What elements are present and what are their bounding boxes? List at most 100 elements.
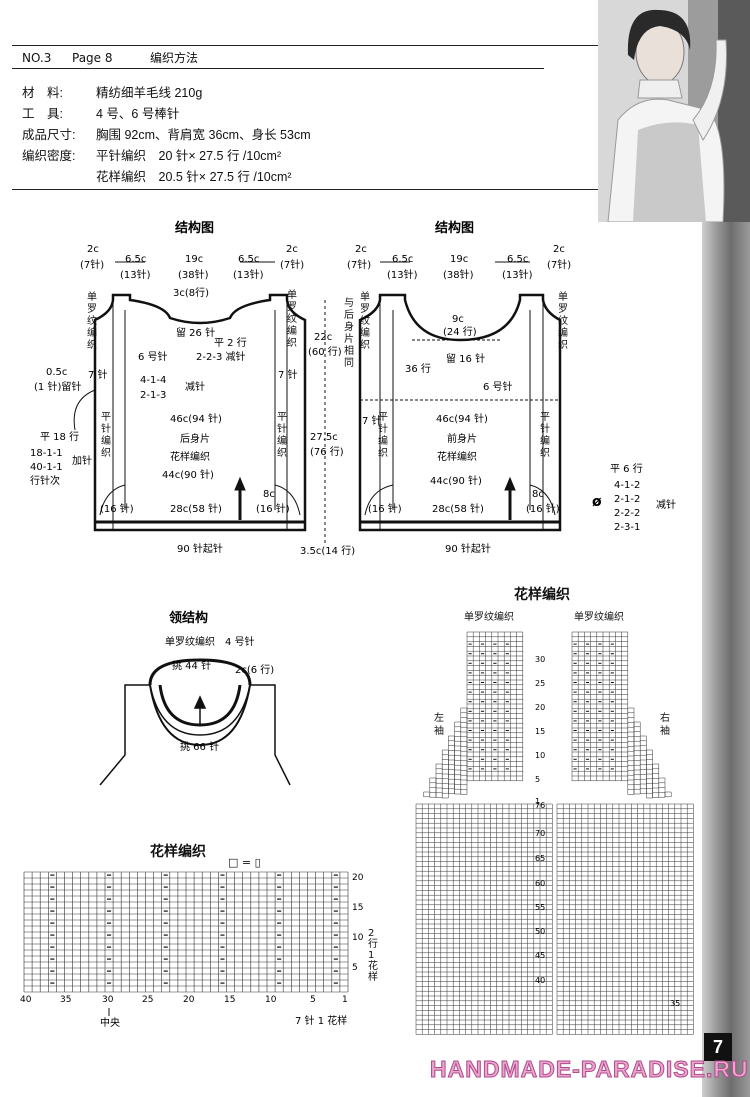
rib-mark xyxy=(480,643,485,645)
pattern-mark xyxy=(333,958,338,960)
front-needle: 6 号针 xyxy=(483,380,513,393)
collar-diagram: 领结构 单罗纹编织 4 号针 挑 44 针 2c(6 行) 挑 66 针 xyxy=(99,610,291,786)
pattern-mark xyxy=(220,946,225,948)
front-dim-9: (7针) xyxy=(547,258,571,271)
back-dim-0: 2c xyxy=(87,244,99,255)
rib-mark xyxy=(505,653,509,655)
pattern-mark xyxy=(277,982,282,984)
collar-pick44: 挑 44 针 xyxy=(172,659,211,672)
rib-mark xyxy=(480,739,485,741)
rib-mark xyxy=(505,643,509,645)
back-neck: 3c(8行) xyxy=(173,286,209,299)
rib-mark xyxy=(493,662,497,664)
rib-mark xyxy=(573,749,577,751)
rib-mark xyxy=(610,720,614,722)
front-rows36: 36 行 xyxy=(405,362,431,375)
rib-mark xyxy=(493,682,497,683)
rib-mark xyxy=(610,643,614,645)
dim-h22r: (60 行) xyxy=(308,345,342,358)
rib-mark xyxy=(585,710,590,712)
back-leave: 留 26 针 xyxy=(176,326,215,339)
front-dim-5: (38针) xyxy=(443,268,474,281)
front-neck-rows: (24 行) xyxy=(443,325,477,338)
back-seven-l: 7 针 xyxy=(88,368,108,381)
header-no: NO.3 xyxy=(22,51,52,65)
rib-mark xyxy=(505,749,509,751)
dim-h27r: (76 行) xyxy=(310,445,344,458)
rib-mark xyxy=(598,749,602,751)
bottom-y-10: 10 xyxy=(352,933,364,943)
collar-pick66: 挑 66 针 xyxy=(180,740,219,753)
back-inc-3: 40-1-1 xyxy=(30,462,63,473)
rib-mark xyxy=(610,662,614,664)
rib-mark xyxy=(505,662,509,664)
rib-mark xyxy=(468,682,472,683)
back-dim-9: (7针) xyxy=(280,258,304,271)
rib-mark xyxy=(573,739,577,741)
spec-value: 平针编织 20 针× 27.5 行 /10cm² xyxy=(96,149,282,163)
front-dim-7: (13针) xyxy=(502,268,533,281)
rib-mark xyxy=(468,768,472,770)
back-c8: 8c xyxy=(263,489,275,500)
rc-y-70: 70 xyxy=(535,829,545,838)
pattern-mark xyxy=(277,886,282,888)
pattern-mark xyxy=(277,946,282,948)
back-inc-1: 平 18 行 xyxy=(40,430,79,443)
back-w28: 28c(58 针) xyxy=(170,502,222,515)
rib-mark xyxy=(468,758,472,760)
pattern-mark xyxy=(107,934,112,936)
rib-mark xyxy=(585,720,590,722)
bottom-x-20: 20 xyxy=(183,995,195,1005)
rib-mark xyxy=(573,682,577,683)
bottom-x-1: 1 xyxy=(342,995,348,1005)
rib-mark xyxy=(610,672,614,674)
rib-mark xyxy=(480,749,485,751)
pattern-mark xyxy=(50,910,55,912)
spec-value: 胸围 92cm、背肩宽 36cm、身长 53cm xyxy=(96,128,311,142)
rib-mark xyxy=(610,682,614,683)
rib-mark xyxy=(573,643,577,645)
front-rib-left: 单罗纹编织 xyxy=(360,292,370,351)
back-w46: 46c(94 针) xyxy=(170,412,222,425)
pattern-mark xyxy=(333,874,338,876)
bottom-x-25: 25 xyxy=(142,995,153,1005)
back-side-left: 平针编织 xyxy=(101,412,111,459)
rc-y-15: 15 xyxy=(535,727,545,736)
watermark: HANDMADE-PARADISE.RU xyxy=(430,1056,749,1083)
rib-mark xyxy=(468,730,472,731)
neck-dec-symbol: ø xyxy=(592,494,602,510)
spec-row-tools: 工 具:4 号、6 号棒针 xyxy=(22,103,179,122)
pattern-mark xyxy=(333,898,338,900)
rib-mark xyxy=(598,701,602,703)
pattern-mark xyxy=(107,982,112,984)
rib-mark xyxy=(493,710,497,712)
rib-mark xyxy=(493,643,497,645)
spec-label: 工 具: xyxy=(22,107,63,121)
rib-mark xyxy=(585,749,590,751)
collar-sub: 单罗纹编织 4 号针 xyxy=(165,635,255,648)
rib-mark xyxy=(585,672,590,674)
rib-mark xyxy=(598,710,602,712)
pattern-mark xyxy=(220,982,225,984)
rib-mark xyxy=(573,653,577,655)
pattern-mark xyxy=(107,970,112,972)
rib-mark xyxy=(480,710,485,712)
front-leave: 留 16 针 xyxy=(446,352,485,365)
pattern-mark xyxy=(163,982,168,984)
rib-mark xyxy=(610,749,614,751)
front-w44: 44c(90 针) xyxy=(430,474,482,487)
back-side-right: 平针编织 xyxy=(277,412,287,459)
rib-mark xyxy=(468,739,472,741)
rib-mark xyxy=(480,758,485,760)
bottom-x-35: 35 xyxy=(60,995,71,1005)
front-piece: 前身片 xyxy=(447,432,477,445)
neck-dec-row-3: 2-2-2 xyxy=(614,508,640,519)
back-w44: 44c(90 针) xyxy=(162,468,214,481)
spec-value: 花样编织 20.5 针× 27.5 行 /10cm² xyxy=(96,170,292,184)
bottom-y-5: 5 xyxy=(352,963,358,973)
dim-bottom: 3.5c(14 行) xyxy=(300,544,355,557)
pattern-mark xyxy=(163,934,168,936)
header-page: Page 8 xyxy=(72,51,113,65)
pattern-mark xyxy=(163,898,168,900)
pattern-mark xyxy=(107,886,112,888)
